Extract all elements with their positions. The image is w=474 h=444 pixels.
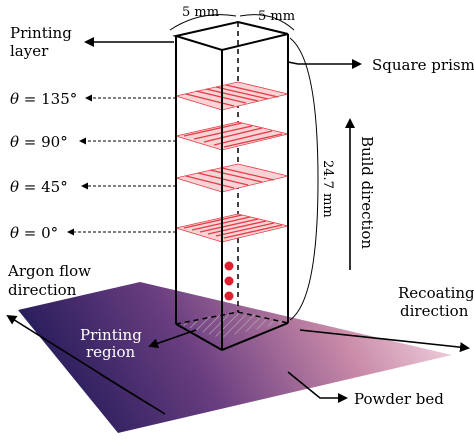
svg-text:θ = 90°: θ = 90°: [10, 133, 68, 151]
printing-layer-label-2: layer: [10, 42, 49, 60]
printing-region-arrow: [148, 329, 197, 349]
svg-text:θ = 45°: θ = 45°: [10, 178, 68, 196]
theta-label-90: θ = 90°: [10, 133, 68, 151]
dim-top-left: 5 mm: [182, 5, 219, 20]
dot: [224, 291, 234, 301]
layer-45: [174, 163, 289, 193]
theta-label-135: θ = 135°: [10, 90, 77, 108]
powder-bed-arrow: [287, 371, 348, 403]
square-prism-label: Square prism: [372, 56, 474, 74]
dim-arc-right: [239, 14, 295, 31]
powder-bed: [18, 282, 452, 433]
printing-layer-label-1: Printing: [10, 24, 72, 42]
layer-90: [174, 121, 289, 151]
dot: [224, 276, 234, 286]
argon-label-1: Argon flow: [7, 262, 91, 280]
layer-0: [174, 213, 289, 243]
recoating-label-2: direction: [400, 302, 469, 320]
dim-arc-left: [169, 14, 237, 31]
svg-text:θ = 135°: θ = 135°: [10, 90, 77, 108]
height-brace: [289, 37, 319, 321]
printing-region-label-1: Printing: [80, 326, 142, 344]
theta-label-45: θ = 45°: [10, 178, 68, 196]
square-prism: [172, 20, 289, 351]
dot: [224, 261, 234, 271]
square-prism-arrow: [287, 59, 362, 69]
svg-text:θ = 0°: θ = 0°: [10, 224, 58, 242]
printing-region-label-2: region: [86, 343, 135, 361]
dim-top-right: 5 mm: [258, 9, 295, 24]
recoating-label-1: Recoating: [398, 284, 474, 302]
build-direction-label: Build direction: [358, 136, 376, 249]
theta-label-0: θ = 0°: [10, 224, 58, 242]
height-label: 24.7 mm: [320, 160, 335, 218]
argon-label-2: direction: [8, 281, 77, 299]
recoating-arrow: [299, 329, 470, 353]
powder-bed-label: Powder bed: [354, 390, 444, 408]
layer-135: [174, 81, 289, 111]
